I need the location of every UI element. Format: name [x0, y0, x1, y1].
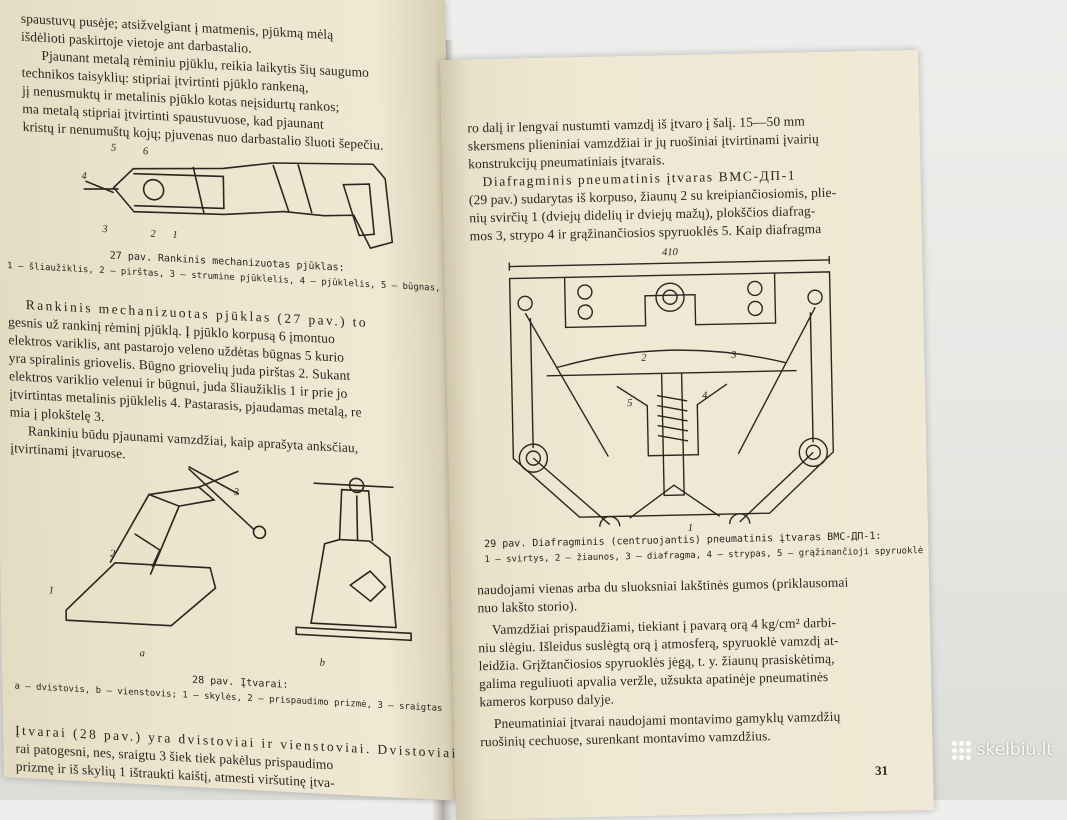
fig27-label: 4 [81, 170, 87, 183]
fig29-label: 3 [731, 349, 737, 361]
fig27-saw-drawing [83, 162, 394, 250]
fig27-label: 6 [142, 146, 149, 158]
fig27-label: 3 [102, 224, 108, 236]
fig27-label: 1 [172, 229, 178, 242]
watermark-text: skelbiu.lt [976, 740, 1053, 760]
right-line: kameros korpuso dalyje. [479, 691, 615, 710]
fig27-label: 2 [150, 228, 156, 240]
dots-grid-icon [951, 740, 971, 760]
fig28-label: 3 [233, 486, 240, 499]
fig28-label: 2 [109, 548, 116, 560]
fig29-label: 2 [641, 352, 647, 364]
fig27-label: 5 [110, 142, 117, 154]
fig28-label: a [139, 648, 146, 660]
right-page: ro dalį ir lengvai nustumti vamzdį iš įt… [440, 49, 934, 820]
fig29-label: 4 [701, 390, 708, 402]
fig28-label: 1 [48, 585, 55, 597]
fig29-pneumatic-vise-drawing [508, 255, 834, 529]
page-number: 31 [874, 762, 889, 779]
fig29-label: 1 [687, 522, 694, 534]
watermark: skelbiu.lt [951, 740, 1053, 760]
left-page: spaustuvų pusėje; atsižvelgiant į matmen… [0, 0, 459, 801]
fig28-caption: 28 pav. Įtvarai: [192, 674, 289, 691]
right-line: naudojami vienas arba du sluoksniai lakš… [476, 574, 849, 598]
fig29-legend: 1 — svirtys, 2 — žiaunos, 3 — diafragma,… [484, 545, 924, 566]
fig28-label: b [319, 657, 326, 669]
fig28-vise-drawings [65, 465, 413, 642]
right-line: nuo lakšto storio). [477, 598, 578, 616]
fig29-label: 5 [627, 398, 633, 410]
